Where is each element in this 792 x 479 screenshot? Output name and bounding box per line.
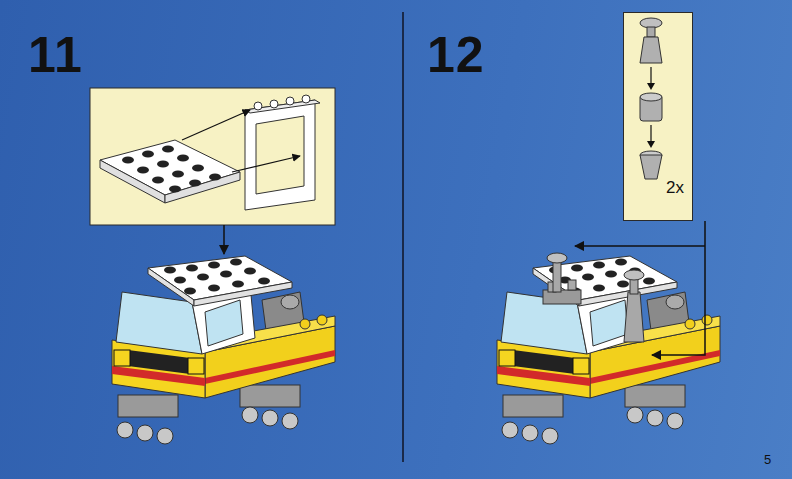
step-number: 11 <box>28 30 83 80</box>
parts-callout: 2x <box>623 12 693 221</box>
step-number: 12 <box>427 30 485 80</box>
page-number: 5 <box>764 452 771 467</box>
quantity-label: 2x <box>666 178 684 198</box>
